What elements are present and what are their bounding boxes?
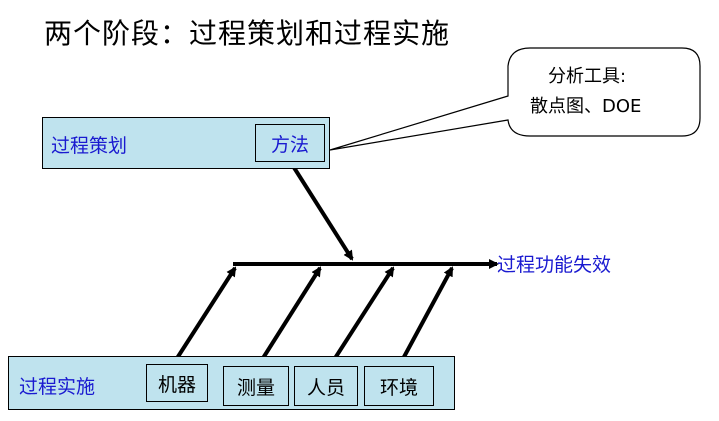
cause-box-environment: 环境	[364, 366, 434, 406]
machine-arrow	[170, 266, 237, 368]
cause-box-measurement: 测量	[223, 366, 289, 406]
people-arrow	[328, 266, 395, 368]
method-arrow	[291, 164, 354, 261]
process-implementation-panel: 过程实施 机器 测量 人员 环境	[8, 356, 455, 410]
effect-label: 过程功能失效	[497, 254, 612, 276]
callout-line-2: 散点图、DOE	[530, 96, 642, 117]
callout-bubble	[329, 47, 701, 151]
environment-arrow	[396, 266, 454, 369]
process-planning-panel: 过程策划 方法	[42, 117, 330, 169]
cause-box-machine: 机器	[146, 364, 208, 402]
method-box: 方法	[255, 124, 325, 162]
process-implementation-label: 过程实施	[19, 376, 96, 398]
cause-box-people: 人员	[294, 366, 358, 406]
process-planning-label: 过程策划	[51, 135, 128, 157]
measurement-arrow	[256, 266, 322, 368]
callout-line-1: 分析工具:	[548, 66, 627, 87]
slide-title: 两个阶段：过程策划和过程实施	[44, 17, 451, 50]
